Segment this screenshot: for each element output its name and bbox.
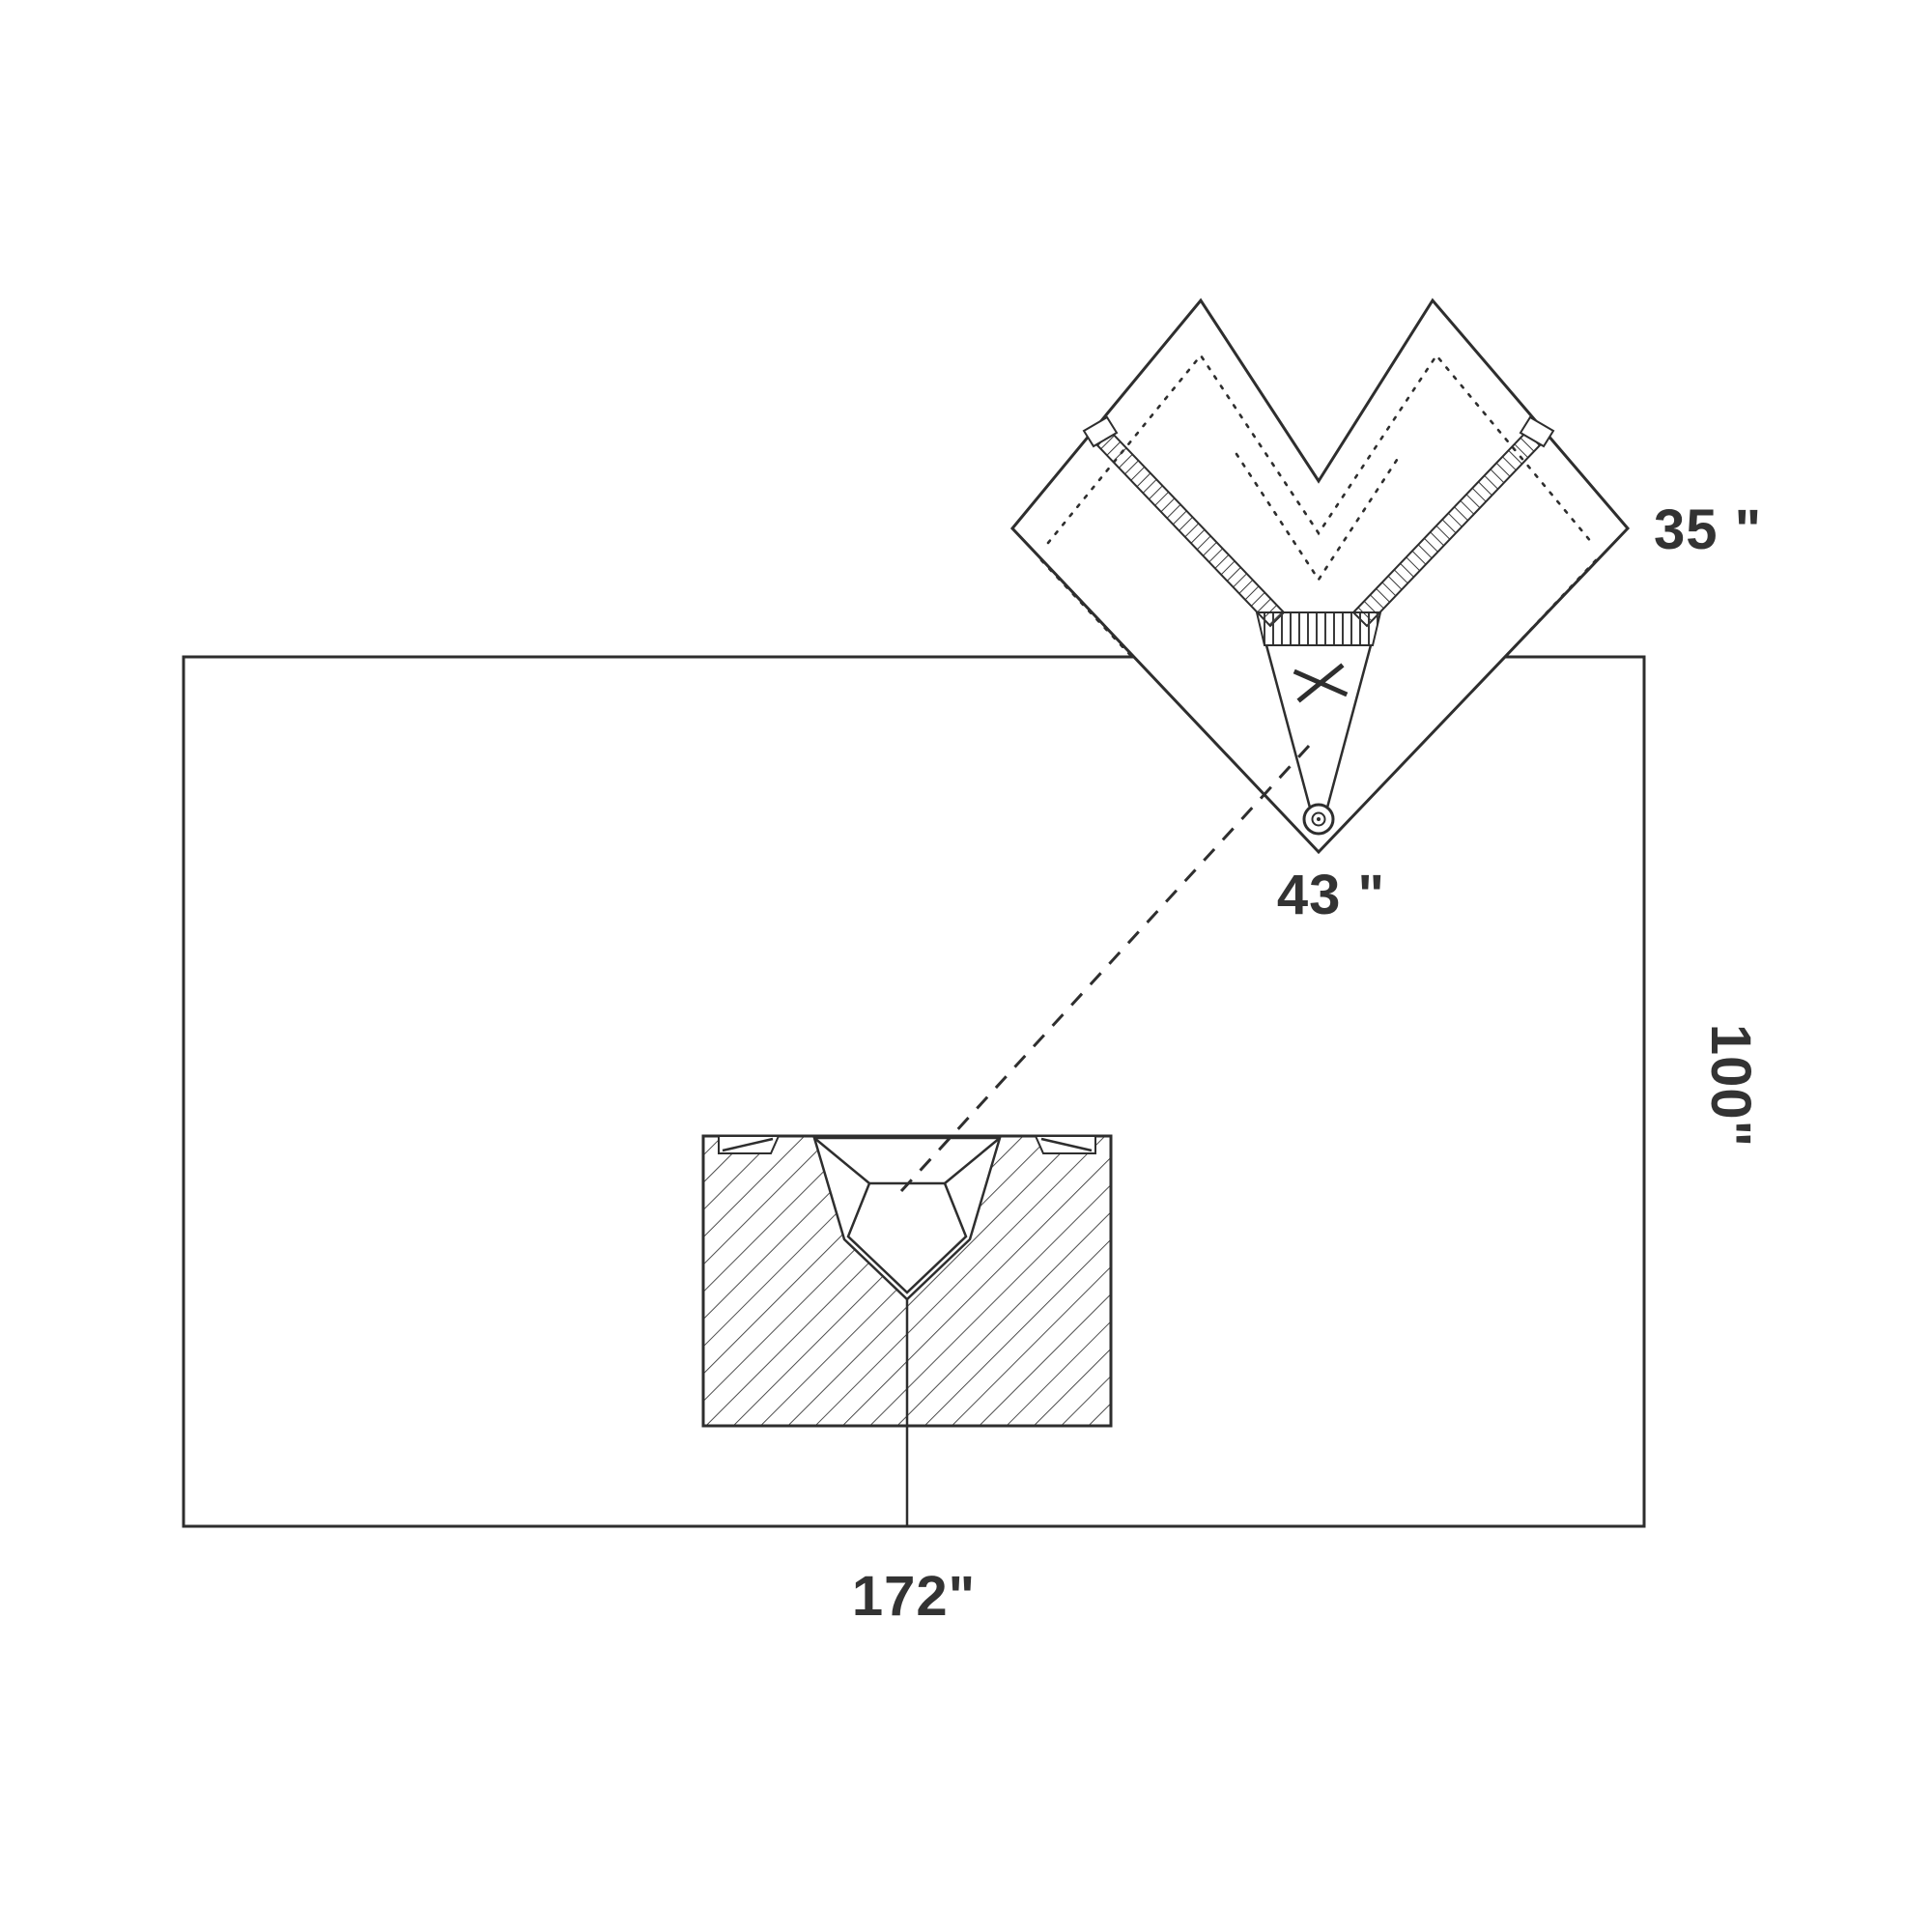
funnel-left-line xyxy=(1264,644,1312,809)
fold-line-dotted-right xyxy=(1505,558,1598,657)
grommet xyxy=(1302,803,1335,836)
fold-length-label: 43 " xyxy=(1277,864,1385,926)
fold-line-dotted-left xyxy=(1039,558,1132,657)
pouch-left-fold xyxy=(813,1137,870,1184)
tip-band xyxy=(1255,611,1382,646)
pouch-pentagon xyxy=(846,1181,968,1294)
sheet-width-label: 172" xyxy=(852,1565,976,1628)
tape-tab-left xyxy=(1082,415,1119,448)
tape-tab-right xyxy=(1519,415,1555,448)
pouch-right-fold xyxy=(944,1137,1001,1184)
funnel-right-line xyxy=(1325,644,1373,809)
folded-drape-detail xyxy=(1009,298,1631,855)
fold-width-label: 35 " xyxy=(1654,498,1762,561)
fenestration-pouch xyxy=(812,1136,1002,1301)
fold-line-dotted-notch xyxy=(1235,452,1403,582)
patch-left-tab xyxy=(718,1135,781,1154)
tie-cross-mark xyxy=(1293,663,1349,703)
patch-right-tab xyxy=(1034,1135,1096,1154)
fold-line-dotted-upper xyxy=(1046,353,1594,545)
sheet-height-label: 100" xyxy=(1699,1024,1762,1148)
